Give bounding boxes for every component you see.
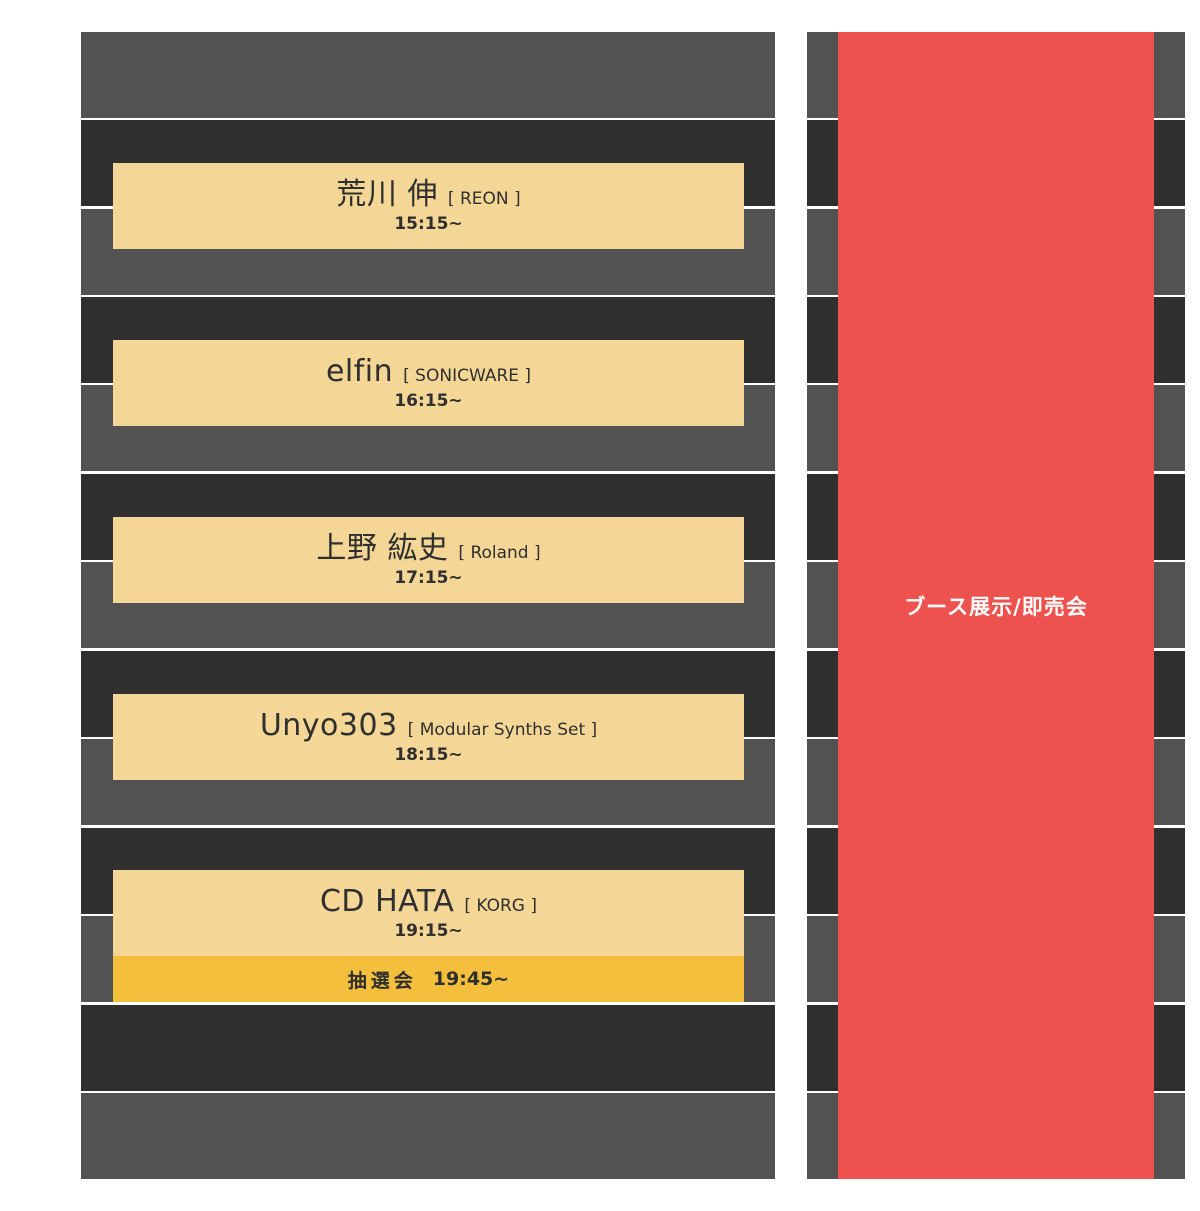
time-slot (81, 1091, 775, 1179)
performance-card[interactable]: 荒川 伸 [ REON ] 15:15~ (113, 163, 744, 249)
booth-exhibition-block[interactable]: ブース展示/即売会 (838, 32, 1154, 1179)
performer-name: elfin (325, 354, 394, 389)
lottery-label: 抽選会 (347, 969, 417, 992)
lottery-banner[interactable]: 抽選会 19:45~ (113, 956, 744, 1002)
performance-card[interactable]: 上野 紘史 [ Roland ] 17:15~ (113, 517, 744, 603)
performance-card[interactable]: Unyo303 [ Modular Synths Set ] 18:15~ (113, 694, 744, 780)
performer-label: [ SONICWARE ] (403, 366, 532, 386)
time-slot (81, 32, 775, 120)
performer-label: [ KORG ] (464, 896, 538, 916)
performer-name: Unyo303 (259, 708, 398, 743)
lottery-time: 19:45~ (432, 968, 510, 990)
performer-label: [ REON ] (447, 189, 521, 209)
performer-name: 上野 紘史 (316, 531, 449, 566)
performance-card[interactable]: elfin [ SONICWARE ] 16:15~ (113, 340, 744, 426)
stage-timeline: 荒川 伸 [ REON ] 15:15~ elfin [ SONICWARE ]… (81, 32, 775, 1179)
booth-timeline: ブース展示/即売会 (807, 32, 1185, 1179)
performer-label: [ Modular Synths Set ] (407, 720, 598, 740)
performance-card[interactable]: CD HATA [ KORG ] 19:15~ (113, 870, 744, 956)
performance-time: 16:15~ (394, 391, 463, 411)
booth-label: ブース展示/即売会 (904, 594, 1088, 619)
performer-name: CD HATA (319, 884, 455, 919)
performer-name: 荒川 伸 (336, 177, 438, 212)
performance-time: 19:15~ (394, 921, 463, 941)
performance-time: 17:15~ (394, 568, 463, 588)
time-slot (81, 1003, 775, 1091)
performer-label: [ Roland ] (458, 543, 541, 563)
performance-time: 18:15~ (394, 745, 463, 765)
performance-time: 15:15~ (394, 214, 463, 234)
